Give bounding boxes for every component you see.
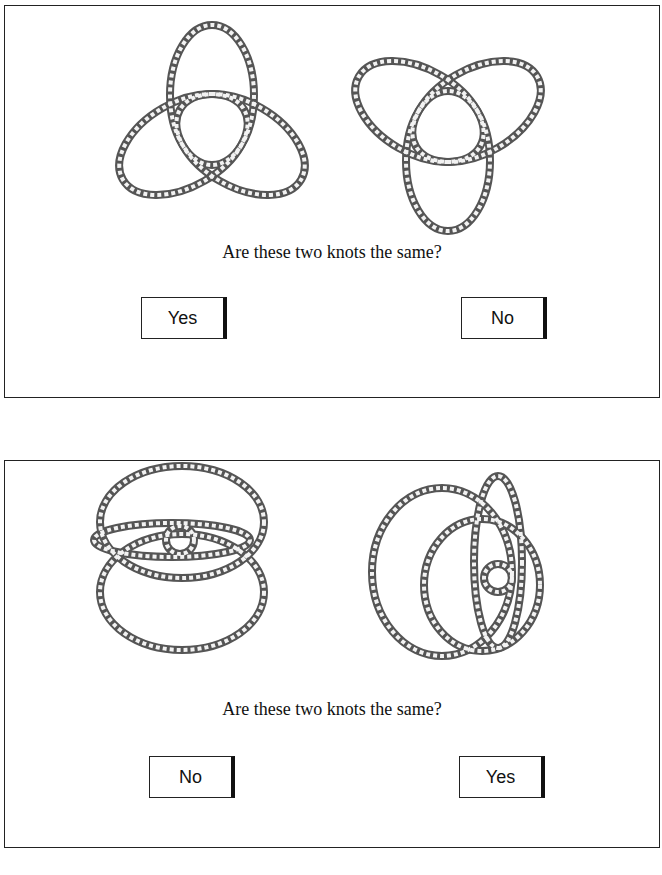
question-panel: Are these two knots the same? No Yes bbox=[4, 460, 660, 848]
answer-button: No bbox=[461, 297, 547, 339]
button-label: No bbox=[491, 308, 514, 329]
answer-button: Yes bbox=[141, 297, 227, 339]
answer-button: Yes bbox=[459, 756, 545, 798]
trefoil-knot bbox=[102, 25, 322, 216]
knot-drawing bbox=[372, 476, 540, 656]
knot-drawing bbox=[94, 466, 264, 650]
question-panel: Are these two knots the same? Yes No bbox=[4, 5, 660, 398]
question-text: Are these two knots the same? bbox=[5, 699, 659, 720]
question-text: Are these two knots the same? bbox=[5, 242, 659, 263]
button-label: No bbox=[179, 767, 202, 788]
button-label: Yes bbox=[486, 767, 515, 788]
answer-button: No bbox=[149, 756, 235, 798]
button-label: Yes bbox=[168, 308, 197, 329]
trefoil-knot bbox=[338, 40, 558, 231]
